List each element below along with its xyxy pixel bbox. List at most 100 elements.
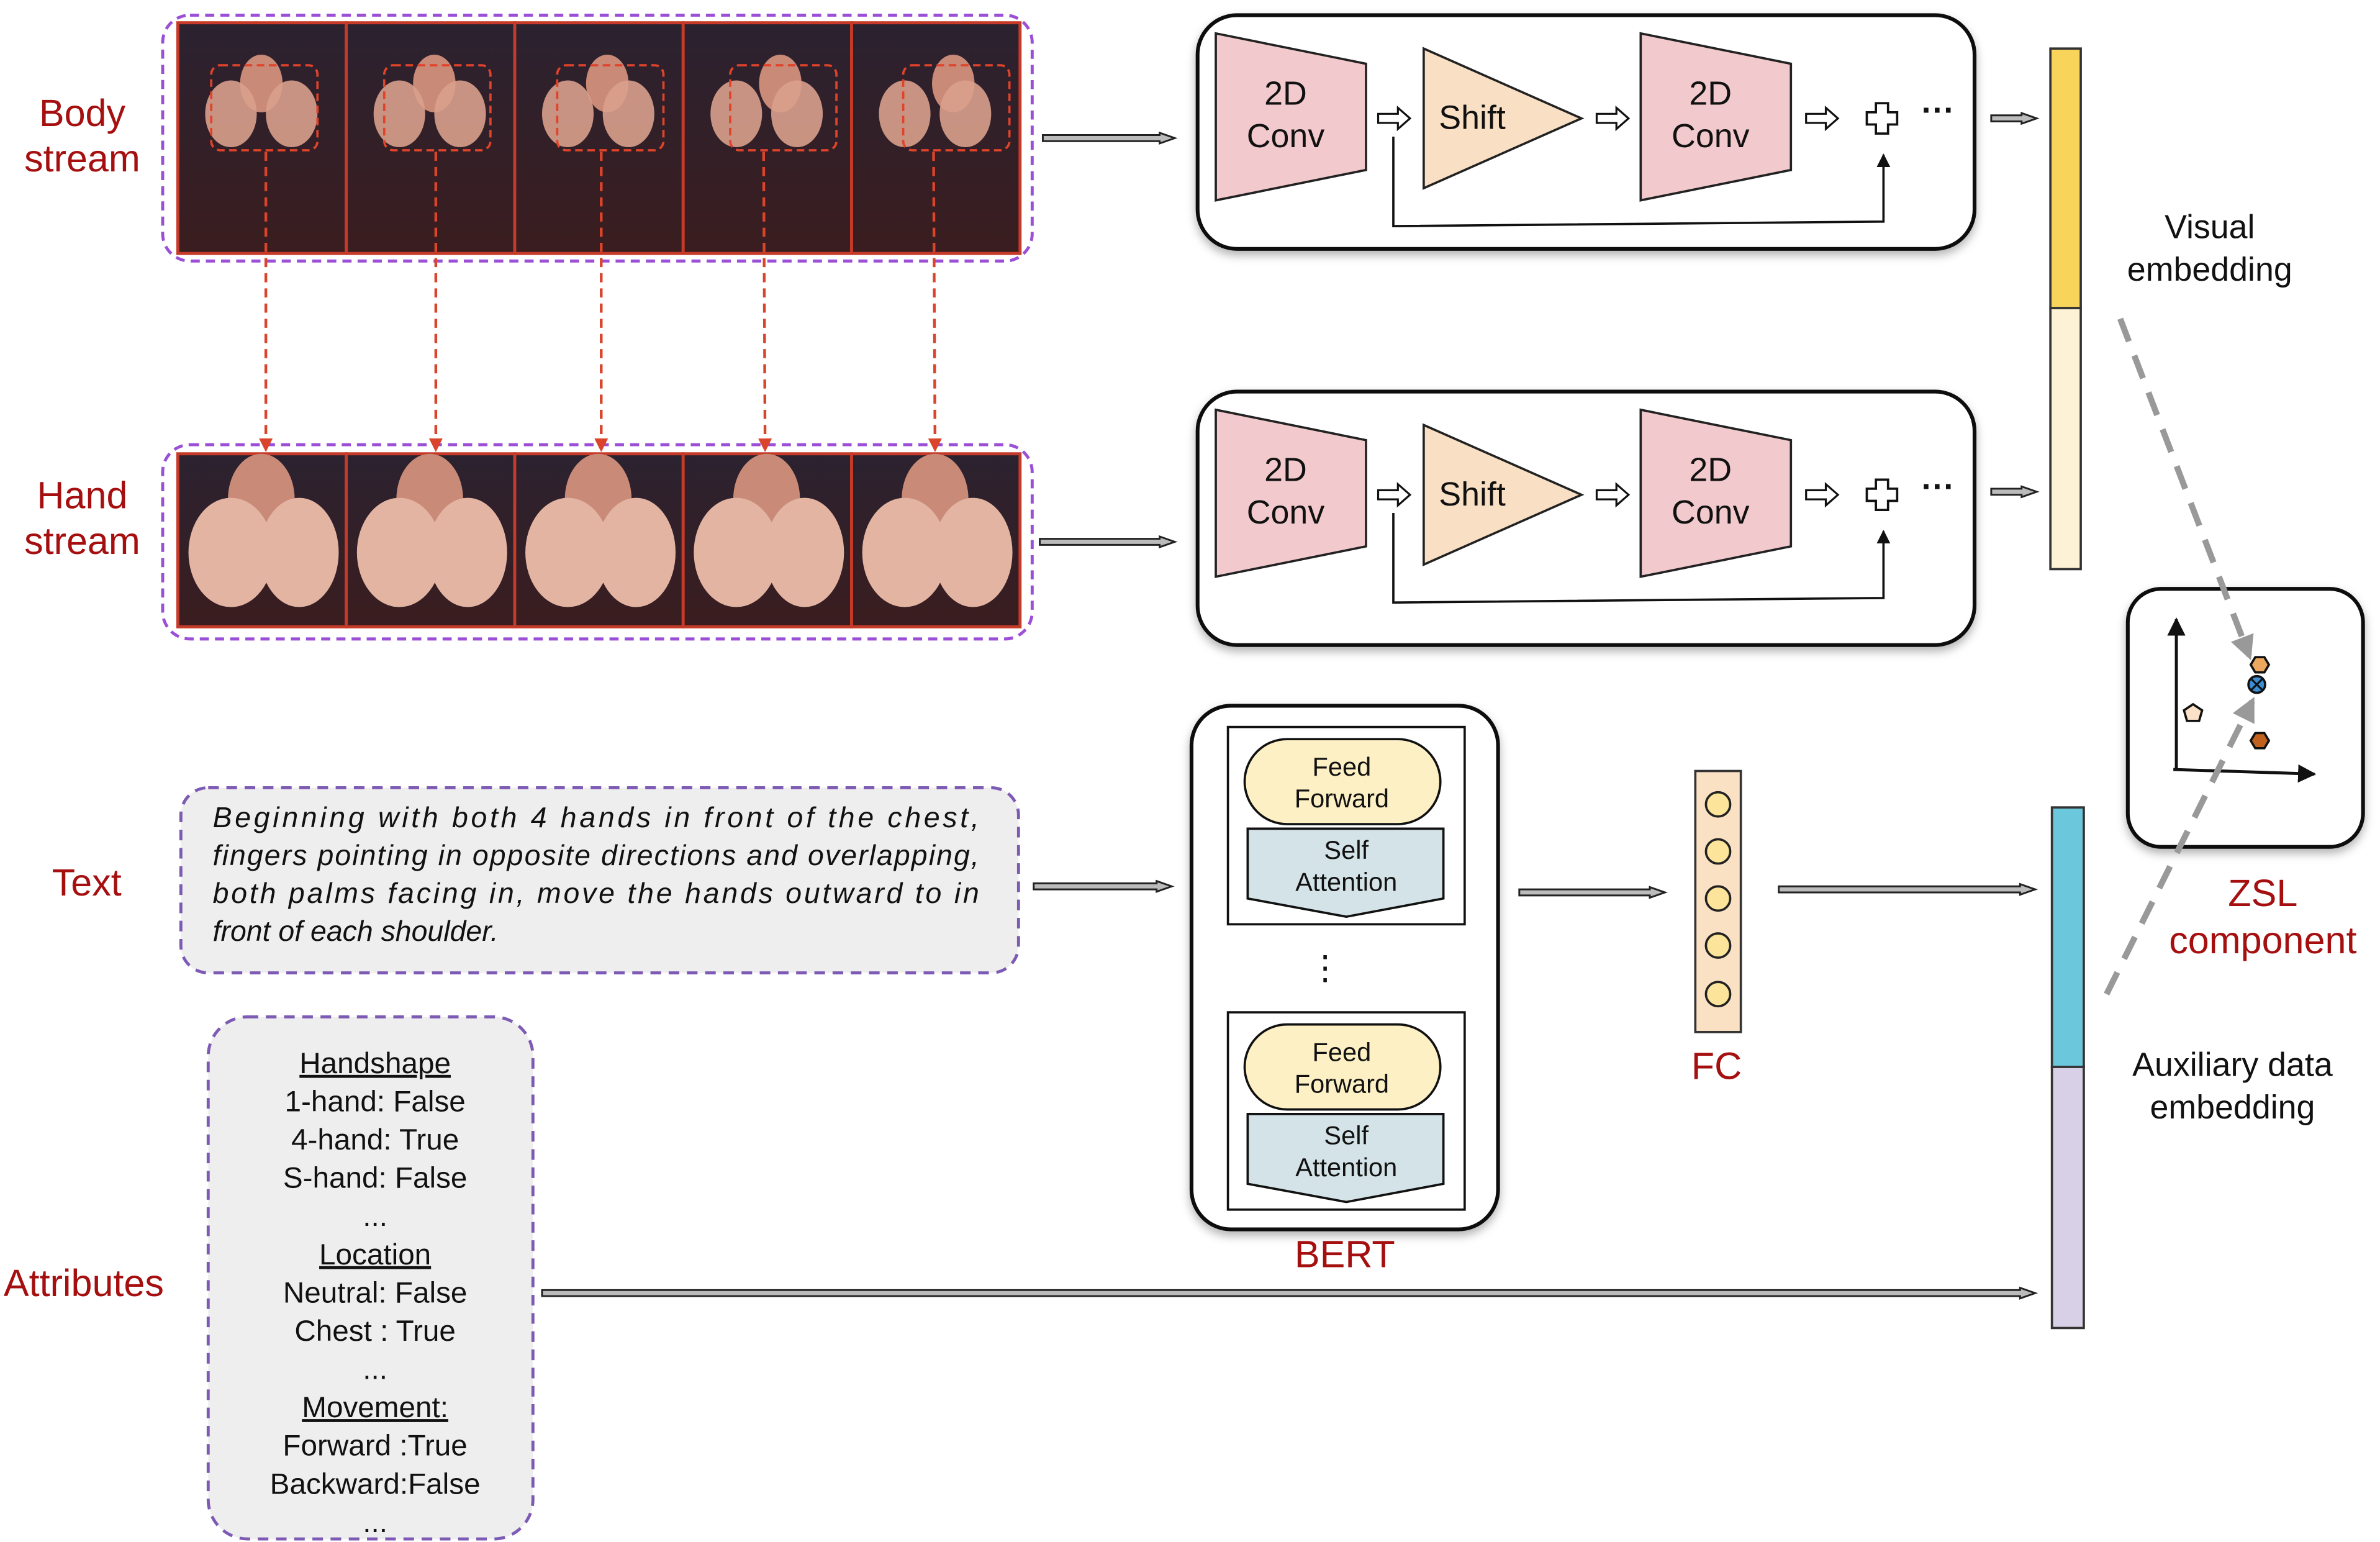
fc-to-embedding-arrow [1778, 882, 2038, 896]
unseen-class-pentagon [2183, 702, 2204, 722]
class-point-dark [2249, 732, 2271, 750]
visual-projection-arrow [2117, 317, 2254, 661]
flow-arrow-icon [1595, 106, 1631, 132]
hand-frames [176, 452, 1022, 628]
conv-label: Conv [1247, 117, 1325, 155]
attributes-label: Attributes [4, 1262, 164, 1304]
visual-embedding-label: embedding [2127, 251, 2292, 288]
conv-label: 2D [1264, 451, 1307, 489]
skip-connection [1392, 513, 1891, 604]
zsl-label: ZSL [2228, 872, 2297, 914]
conv-label: 2D [1264, 75, 1307, 112]
feed-forward-label: Feed [1313, 752, 1372, 781]
text-to-bert-arrow [1033, 879, 1175, 893]
attribute-value: 1-hand: False [284, 1085, 465, 1118]
attribute-heading: Handshape [299, 1047, 451, 1080]
video-frame [513, 452, 685, 628]
ellipsis: ··· [1921, 92, 1955, 129]
fc-neuron [1704, 838, 1732, 865]
attribute-value: Neutral: False [283, 1276, 468, 1309]
hand-stream-label: stream [24, 520, 140, 562]
shift-label: Shift [1439, 476, 1506, 513]
text-label: Text [52, 861, 122, 904]
conv-to-embedding-arrow [1990, 485, 2040, 499]
conv-label: Conv [1247, 494, 1325, 531]
feed-forward-label: Forward [1295, 1069, 1389, 1099]
text-description-line: front of each shoulder. [213, 915, 499, 947]
feed-forward-label: Feed [1313, 1037, 1372, 1066]
text-embedding [2050, 806, 2085, 1068]
flow-arrow-icon [1805, 482, 1840, 508]
attribute-embedding [2050, 1066, 2085, 1330]
self-attention-label: Self [1324, 835, 1369, 864]
conv-2d-layer [1639, 408, 1793, 578]
text-description-box [179, 786, 1020, 974]
self-attention-label: Self [1324, 1121, 1369, 1150]
hand-stream-label: Hand [37, 474, 127, 517]
attribute-value: S-hand: False [283, 1162, 468, 1195]
zsl-x-axis [2173, 764, 2317, 783]
body-conv-block: 2D Conv 2D Conv Shift ··· [1195, 13, 1977, 251]
self-attention-block [1246, 1112, 1445, 1204]
hand-to-conv-arrow [1039, 535, 1178, 549]
fc-neurons [1704, 791, 1732, 1008]
bert-layers-dots: ⋮ [1308, 949, 1342, 986]
ellipsis: ··· [1921, 468, 1955, 506]
flow-arrow-icon [1805, 106, 1840, 132]
crop-correspondence-arrows [259, 152, 942, 453]
attributes-to-embedding-arrow [541, 1286, 2038, 1300]
conv-label: Conv [1672, 494, 1750, 531]
attribute-value: Forward :True [283, 1430, 467, 1463]
class-point-light [2249, 656, 2271, 674]
bert-label: BERT [1295, 1233, 1395, 1276]
attribute-value: ... [363, 1353, 387, 1386]
fc-neuron [1704, 932, 1732, 959]
video-frame [850, 21, 1022, 255]
attribute-value: 4-hand: True [291, 1123, 459, 1156]
attribute-value: Chest : True [294, 1315, 456, 1348]
attribute-value: Backward:False [270, 1467, 481, 1500]
video-frame [345, 21, 517, 255]
feed-forward-block [1243, 1023, 1442, 1111]
visual-embedding-label: Visual [2165, 209, 2255, 246]
video-frame [513, 21, 685, 255]
feed-forward-label: Forward [1295, 784, 1389, 813]
residual-add-icon [1865, 478, 1899, 511]
fc-neuron [1704, 791, 1732, 818]
conv-label: 2D [1689, 75, 1732, 112]
conv-label: Conv [1672, 117, 1750, 155]
skip-connection [1392, 136, 1891, 227]
query-point-icon [2247, 674, 2266, 694]
visual-embedding-hand [2049, 307, 2082, 571]
flow-arrow-icon [1377, 106, 1412, 132]
video-frame [681, 452, 853, 628]
residual-add-icon [1865, 102, 1899, 135]
flow-arrow-icon [1595, 482, 1631, 508]
shift-label: Shift [1439, 99, 1506, 137]
feed-forward-block [1243, 738, 1442, 825]
body-frames [176, 21, 1022, 255]
attributes-list: Handshape 1-hand: False 4-hand: TrueS-hand… [270, 1047, 481, 1539]
body-to-conv-arrow [1041, 131, 1178, 145]
conv-2d-layer [1215, 32, 1367, 202]
attribute-heading: Location [319, 1238, 431, 1271]
bert-to-fc-arrow [1518, 886, 1668, 899]
red-dashed-arrow [928, 152, 942, 453]
attributes-box [206, 1015, 535, 1541]
visual-embedding-body [2049, 47, 2082, 309]
fc-neuron [1704, 885, 1732, 912]
red-dashed-arrow [758, 152, 772, 453]
zsl-component-box [2125, 587, 2365, 849]
zsl-label: component [2169, 919, 2356, 961]
aux-projection-arrow [2104, 697, 2255, 995]
shift-module [1423, 423, 1585, 566]
self-attention-label: Attention [1295, 868, 1397, 897]
self-attention-label: Attention [1295, 1153, 1397, 1182]
video-frame [176, 452, 348, 628]
shift-module [1423, 47, 1585, 190]
video-frame [176, 21, 348, 255]
